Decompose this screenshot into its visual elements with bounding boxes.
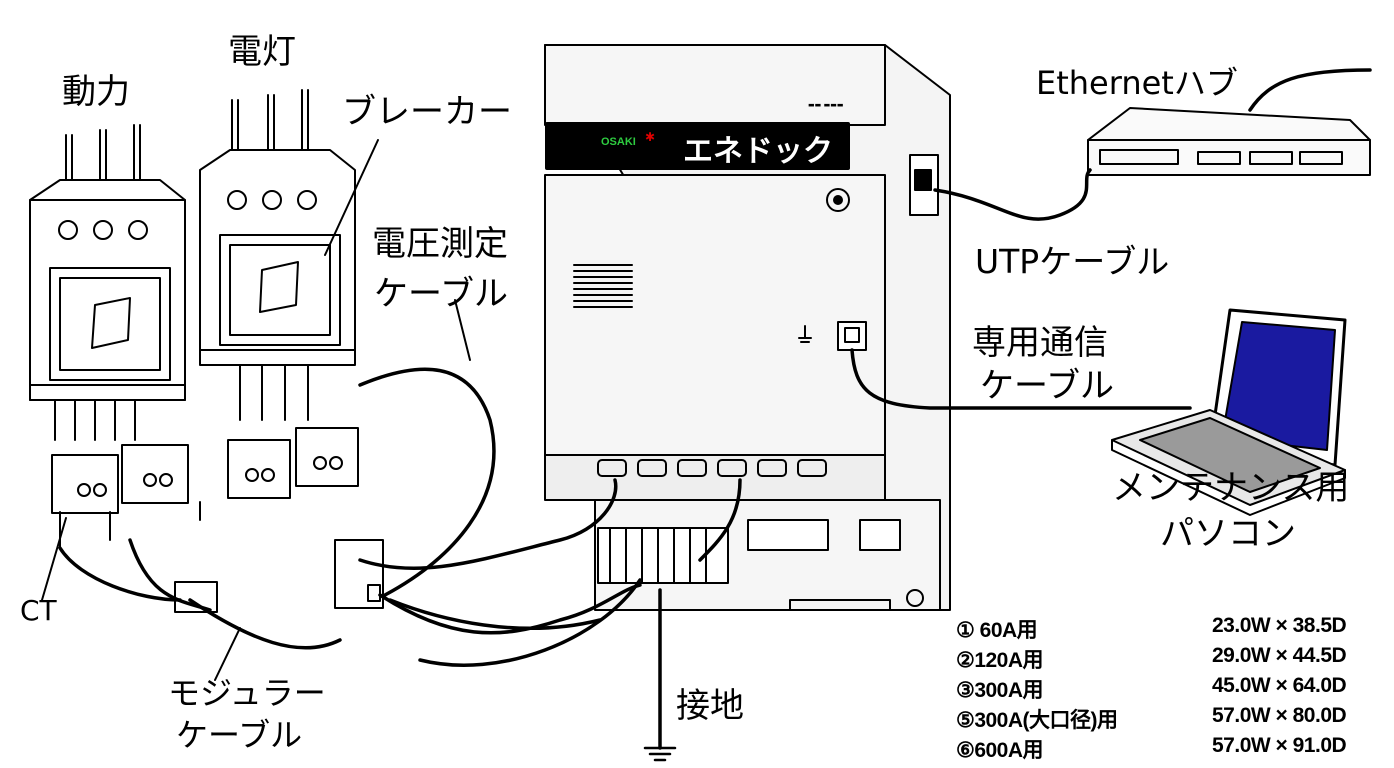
spec-name-300a: ③300A用 <box>956 679 1044 702</box>
spec-size-120a: 29.0W × 44.5D <box>1212 644 1347 667</box>
label-dedicated-cable-line2: ケーブル <box>980 366 1114 406</box>
label-ethernet-hub: Ethernetハブ <box>1036 64 1238 102</box>
label-modular-cable-line2: ケーブル <box>176 716 303 754</box>
product-name: エネドック <box>683 134 833 169</box>
label-voltage-cable-line2: ケーブル <box>374 274 508 314</box>
model-label-icon: ▬▬ ▬▬▬ <box>808 101 844 109</box>
cables <box>41 68 1372 762</box>
label-utp-cable: UTPケーブル <box>975 242 1170 281</box>
spec-name-600a: ⑥600A用 <box>956 739 1044 762</box>
spec-size-60a: 23.0W × 38.5D <box>1212 614 1347 637</box>
label-maintenance-pc-line2: パソコン <box>1160 514 1296 554</box>
spec-name-300a-large: ⑤300A(大口径)用 <box>956 709 1118 732</box>
light-breaker <box>199 89 356 421</box>
label-ct: CT <box>20 594 57 627</box>
maintenance-laptop <box>1111 308 1347 516</box>
label-dedicated-cable-line1: 専用通信 <box>972 323 1108 363</box>
enedock-device <box>544 44 951 611</box>
label-maintenance-pc-line1: メンテナンス用 <box>1112 468 1350 508</box>
label-voltage-cable-line1: 電圧測定 <box>372 224 508 264</box>
brand-logo: OSAKI <box>601 136 636 148</box>
spec-name-120a: ②120A用 <box>956 649 1044 672</box>
brand-mark-icon: ✱ <box>645 130 656 144</box>
label-modular-cable-line1: モジュラー <box>168 674 326 712</box>
label-light: 電灯 <box>228 32 296 72</box>
spec-size-600a: 57.0W × 91.0D <box>1212 734 1347 757</box>
spec-size-300a-large: 57.0W × 80.0D <box>1212 704 1347 727</box>
label-power: 動力 <box>62 72 130 112</box>
label-ground: 接地 <box>676 686 744 726</box>
ct-clamps <box>51 427 359 549</box>
spec-size-300a: 45.0W × 64.0D <box>1212 674 1347 697</box>
ethernet-hub <box>1087 107 1371 176</box>
label-breaker: ブレーカー <box>342 92 512 132</box>
spec-name-60a: ① 60A用 <box>956 619 1038 642</box>
power-breaker <box>29 124 186 441</box>
device-brand-panel: OSAKI ✱ エネドック <box>545 122 850 170</box>
